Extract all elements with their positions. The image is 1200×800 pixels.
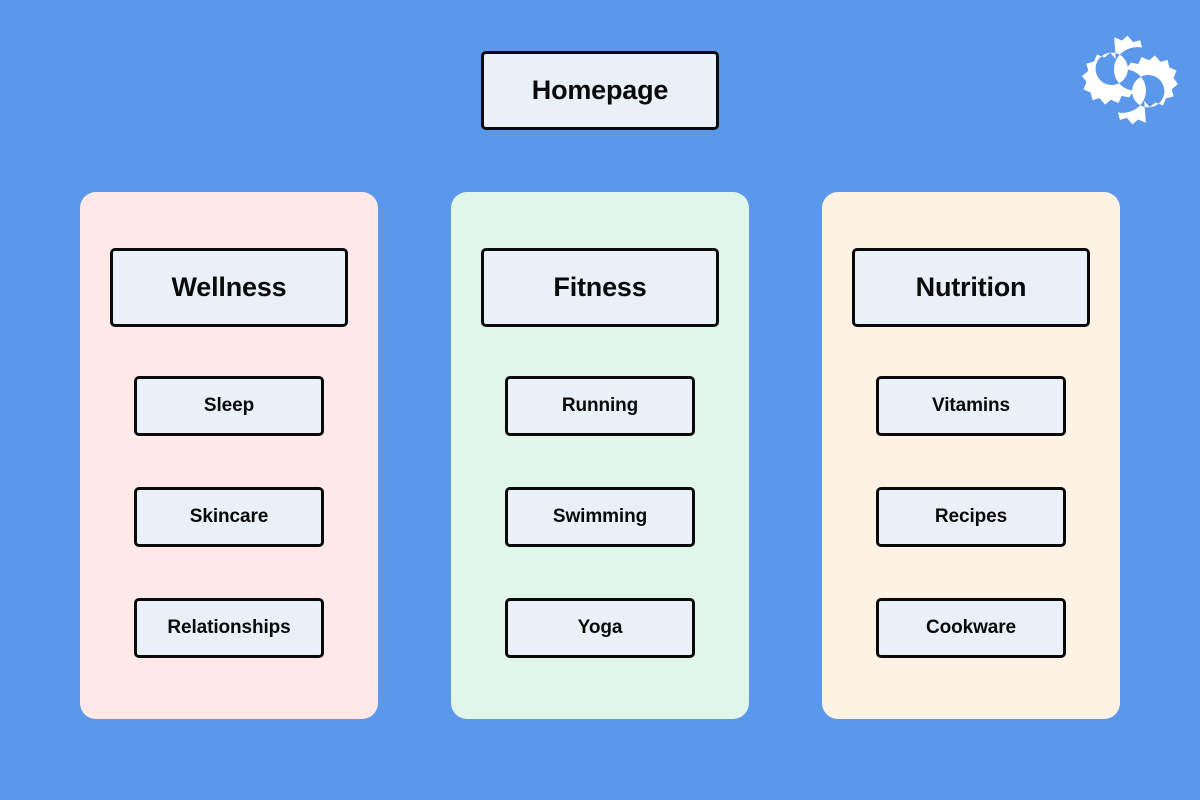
child-node-yoga[interactable]: Yoga — [505, 598, 695, 658]
category-panel-wellness: Wellness Sleep Skincare Relationships — [80, 192, 378, 719]
child-node-recipes[interactable]: Recipes — [876, 487, 1066, 547]
category-header-wellness[interactable]: Wellness — [110, 248, 348, 327]
category-panel-fitness: Fitness Running Swimming Yoga — [451, 192, 749, 719]
category-panel-nutrition: Nutrition Vitamins Recipes Cookware — [822, 192, 1120, 719]
child-node-swimming[interactable]: Swimming — [505, 487, 695, 547]
category-columns: Wellness Sleep Skincare Relationships Fi… — [80, 192, 1120, 719]
category-header-nutrition[interactable]: Nutrition — [852, 248, 1090, 327]
child-node-vitamins[interactable]: Vitamins — [876, 376, 1066, 436]
child-node-cookware[interactable]: Cookware — [876, 598, 1066, 658]
interlocking-gears-logo — [1082, 32, 1178, 128]
child-node-sleep[interactable]: Sleep — [134, 376, 324, 436]
category-header-fitness[interactable]: Fitness — [481, 248, 719, 327]
child-list-wellness: Sleep Skincare Relationships — [134, 376, 324, 658]
root-node-homepage[interactable]: Homepage — [481, 51, 719, 130]
child-node-skincare[interactable]: Skincare — [134, 487, 324, 547]
child-node-running[interactable]: Running — [505, 376, 695, 436]
child-list-nutrition: Vitamins Recipes Cookware — [876, 376, 1066, 658]
child-node-relationships[interactable]: Relationships — [134, 598, 324, 658]
child-list-fitness: Running Swimming Yoga — [505, 376, 695, 658]
